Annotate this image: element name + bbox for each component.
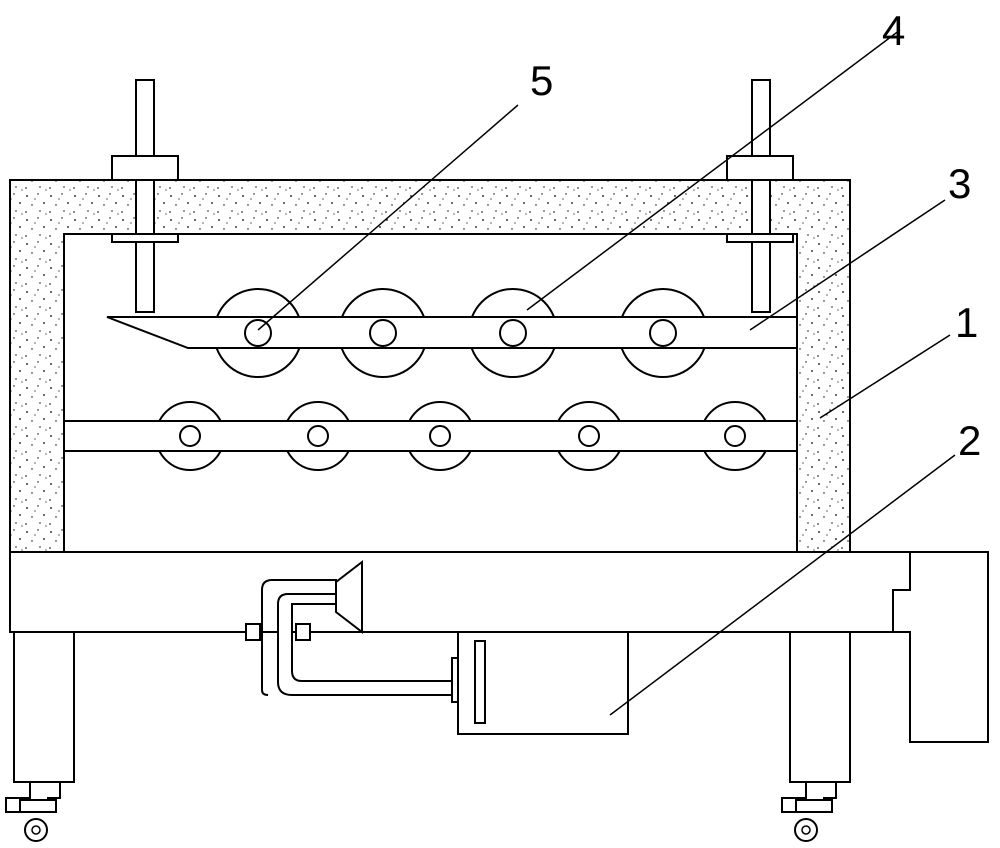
callout-label-3: 3: [948, 160, 971, 207]
leader-lines: [257, 29, 956, 716]
right-cabinet: [892, 551, 989, 743]
callout-label-4: 4: [882, 7, 905, 54]
upper-roller-axles: [244, 319, 677, 347]
left-leg: [13, 631, 75, 783]
lower-roller-axles: [179, 425, 746, 447]
callout-label-2: 2: [958, 417, 981, 464]
left-caster: [5, 781, 61, 842]
callout-label-5: 5: [530, 57, 553, 104]
motor: [451, 631, 629, 735]
callout-label-1: 1: [955, 299, 978, 346]
upper-pressing-plate: [106, 316, 798, 349]
right-leg: [789, 631, 851, 783]
air-nozzle-assembly: [245, 559, 453, 696]
right-caster: [781, 781, 837, 842]
base-beam: [9, 551, 911, 633]
left-lead-screw: [111, 79, 179, 313]
